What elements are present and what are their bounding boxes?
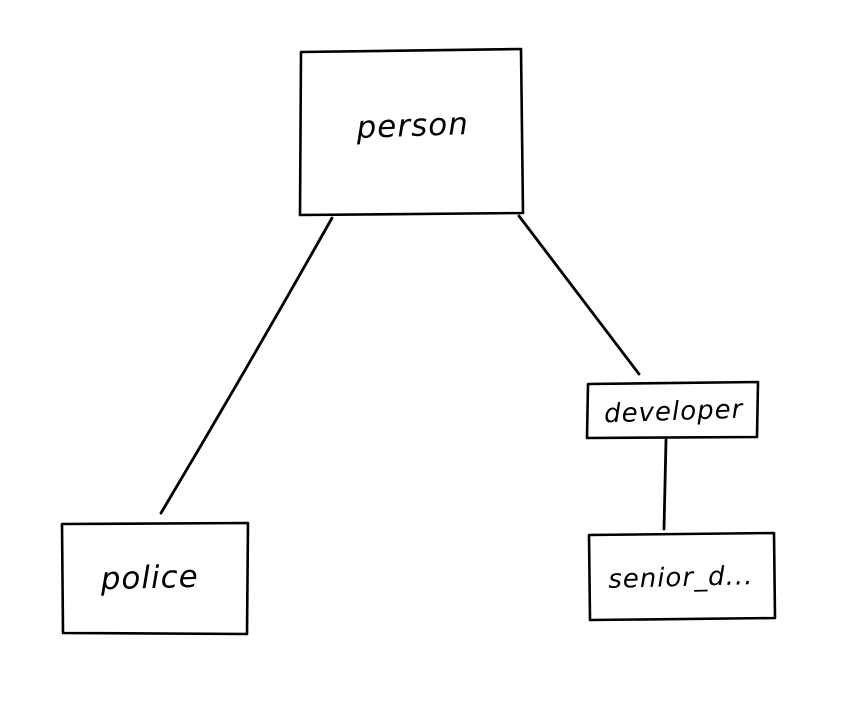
node-developer-label: developer [604, 395, 745, 430]
edge-person-developer [517, 214, 641, 376]
node-police-box [60, 521, 250, 636]
node-developer-box [585, 380, 760, 440]
node-senior-d-label: senior_d... [608, 561, 754, 595]
node-police-label: police [99, 559, 199, 598]
node-person-label: person [355, 106, 469, 146]
diagram-edges [159, 214, 668, 531]
node-senior-d: senior_d... [587, 531, 777, 622]
node-person: person [298, 47, 525, 217]
node-developer: developer [585, 380, 760, 440]
edge-developer-senior [662, 438, 668, 531]
node-person-box [298, 47, 525, 217]
node-police: police [60, 521, 250, 636]
edge-person-police [159, 216, 334, 515]
node-senior-d-box [587, 531, 777, 622]
